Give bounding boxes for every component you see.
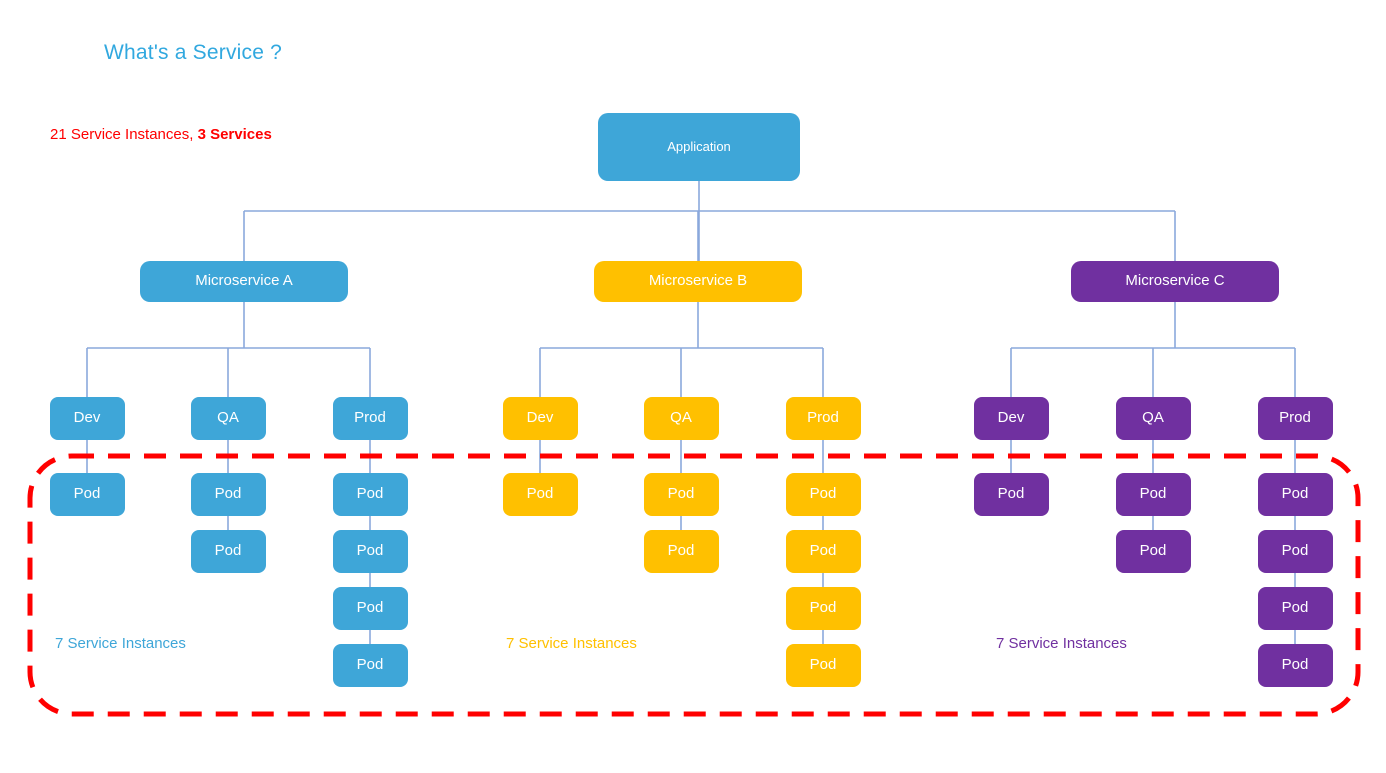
node-microservice-a[interactable]: Microservice A	[140, 261, 348, 302]
node-pod-a-1-1[interactable]: Pod	[190, 530, 266, 573]
node-pod-b-2-3[interactable]: Pod	[785, 644, 861, 687]
summary-label: 21 Service Instances, 3 Services	[50, 126, 272, 143]
instances-note-b: 7 Service Instances	[506, 635, 637, 652]
node-pod-c-1-1[interactable]: Pod	[1115, 530, 1191, 573]
node-pod-b-0-0[interactable]: Pod	[502, 473, 578, 516]
node-pod-c-2-2[interactable]: Pod	[1257, 587, 1333, 630]
instances-note-a: 7 Service Instances	[55, 635, 186, 652]
node-pod-a-2-0[interactable]: Pod	[332, 473, 408, 516]
node-env-c-dev[interactable]: Dev	[973, 397, 1049, 440]
node-pod-a-2-1[interactable]: Pod	[332, 530, 408, 573]
node-pod-c-2-1[interactable]: Pod	[1257, 530, 1333, 573]
summary-services: 3 Services	[197, 126, 272, 143]
node-env-b-prod[interactable]: Prod	[785, 397, 861, 440]
node-pod-b-2-2[interactable]: Pod	[785, 587, 861, 630]
node-pod-c-0-0[interactable]: Pod	[973, 473, 1049, 516]
node-env-b-dev[interactable]: Dev	[502, 397, 578, 440]
node-pod-a-1-0[interactable]: Pod	[190, 473, 266, 516]
node-pod-c-2-0[interactable]: Pod	[1257, 473, 1333, 516]
node-pod-c-1-0[interactable]: Pod	[1115, 473, 1191, 516]
node-pod-a-2-3[interactable]: Pod	[332, 644, 408, 687]
summary-count: 21 Service Instances,	[50, 126, 198, 143]
node-pod-c-2-3[interactable]: Pod	[1257, 644, 1333, 687]
page-title: What's a Service ?	[104, 41, 283, 64]
node-env-c-qa[interactable]: QA	[1115, 397, 1191, 440]
node-pod-b-1-1[interactable]: Pod	[643, 530, 719, 573]
node-env-a-qa[interactable]: QA	[190, 397, 266, 440]
node-env-c-prod[interactable]: Prod	[1257, 397, 1333, 440]
node-pod-b-2-0[interactable]: Pod	[785, 473, 861, 516]
node-env-b-qa[interactable]: QA	[643, 397, 719, 440]
node-microservice-c[interactable]: Microservice C	[1071, 261, 1279, 302]
instances-note-c: 7 Service Instances	[996, 635, 1127, 652]
node-pod-b-1-0[interactable]: Pod	[643, 473, 719, 516]
node-application[interactable]: Application	[598, 113, 800, 181]
node-pod-a-2-2[interactable]: Pod	[332, 587, 408, 630]
node-pod-a-0-0[interactable]: Pod	[49, 473, 125, 516]
node-microservice-b[interactable]: Microservice B	[594, 261, 802, 302]
node-env-a-dev[interactable]: Dev	[49, 397, 125, 440]
node-pod-b-2-1[interactable]: Pod	[785, 530, 861, 573]
node-env-a-prod[interactable]: Prod	[332, 397, 408, 440]
